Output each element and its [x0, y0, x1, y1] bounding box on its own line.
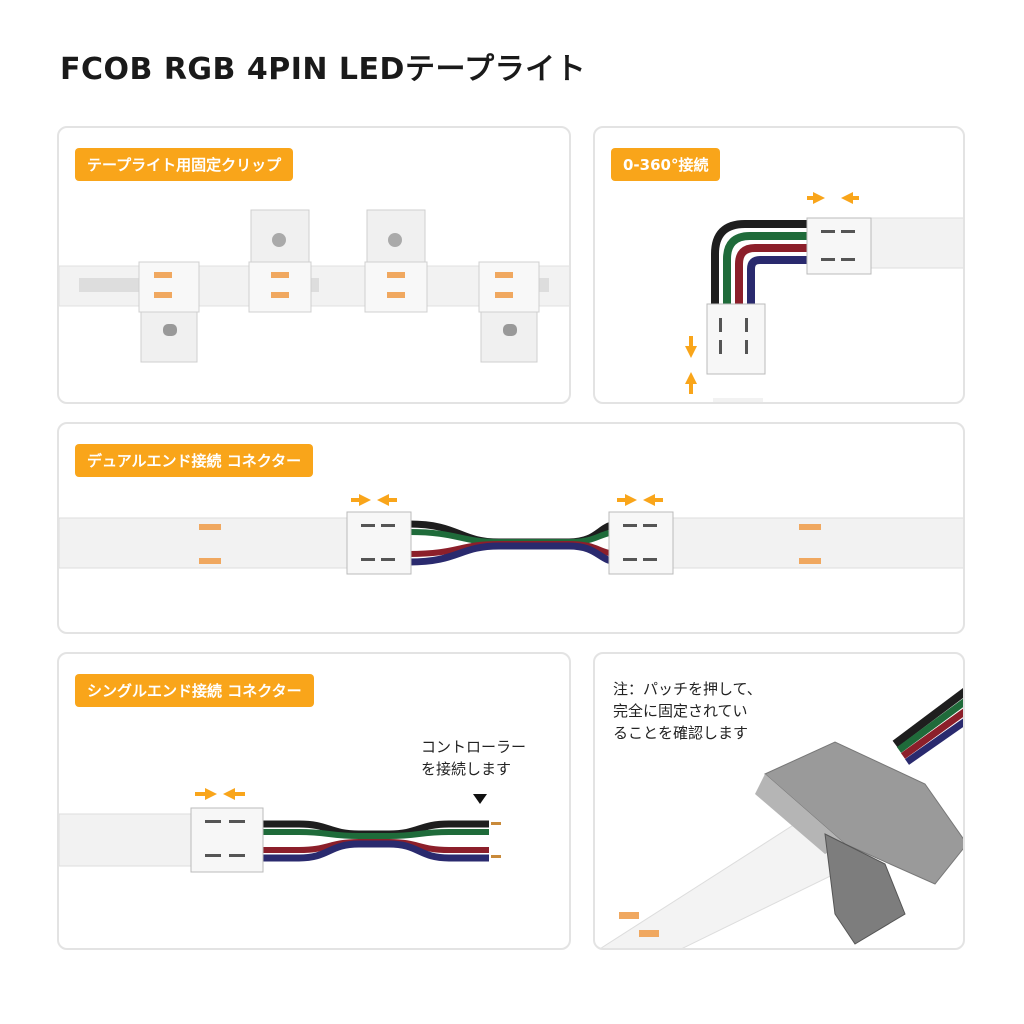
single-illustration: [59, 788, 501, 873]
single-label: シングルエンド接続 コネクター: [75, 674, 314, 707]
dual-illustration: [59, 494, 963, 575]
single-panel: シングルエンド接続 コネクター コントローラー を接続します: [57, 652, 571, 950]
clip-illustration: [59, 209, 569, 363]
press-illustration: [600, 688, 963, 948]
dual-panel: デュアルエンド接続 コネクター: [57, 422, 965, 634]
note-text: 注：パッチを押して、 完全に固定されてい ることを確認します: [613, 680, 762, 742]
rotate-panel: 0-360°接続: [593, 126, 965, 404]
page-title: FCOB RGB 4PIN LEDテープライト: [60, 52, 587, 87]
dual-label: デュアルエンド接続 コネクター: [75, 444, 314, 477]
rotate-label: 0-360°接続: [611, 148, 721, 181]
rotate-illustration: [685, 192, 963, 402]
clip-label: テープライト用固定クリップ: [75, 148, 294, 181]
note-panel: 注：パッチを押して、 完全に固定されてい ることを確認します: [593, 652, 965, 950]
controller-note: コントローラー を接続します: [421, 738, 527, 778]
clip-panel: テープライト用固定クリップ: [57, 126, 571, 404]
